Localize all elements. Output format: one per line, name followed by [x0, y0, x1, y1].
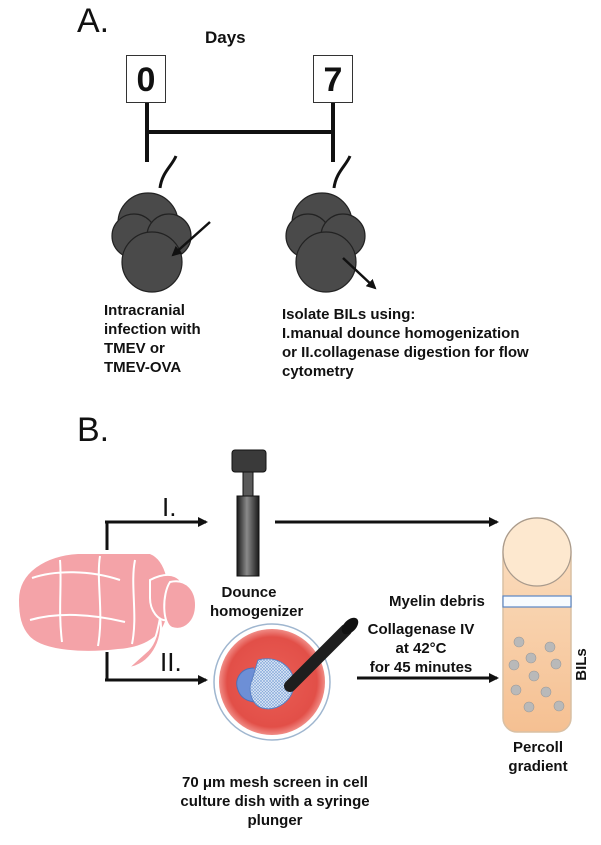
collagenase-line: for 45 minutes	[369, 659, 473, 676]
infection-line: infection with	[104, 321, 201, 338]
collagenase-label: Collagenase IV at 42°C for 45 minutes	[362, 620, 480, 677]
dounce-label: Dounce homogenizer	[210, 583, 304, 621]
syringe-icon	[284, 617, 359, 692]
route-one-arrow	[105, 517, 208, 550]
myelin-debris-label: Myelin debris	[389, 593, 485, 610]
isolate-line: I.manual dounce homogenization	[282, 325, 520, 342]
infection-line: TMEV-OVA	[104, 359, 182, 376]
mouse-icon	[111, 155, 192, 293]
brain-icon	[16, 552, 198, 670]
bil-cells	[508, 636, 565, 713]
mouse-icon	[285, 155, 366, 293]
infection-line: TMEV or	[104, 340, 165, 357]
bils-label: BILs	[572, 648, 590, 681]
dounce-label-line: Dounce	[221, 584, 277, 601]
percoll-label: Percoll gradient	[505, 738, 571, 776]
route-one-label: I.	[162, 492, 177, 522]
isolate-line: Isolate BILs using:	[282, 306, 416, 323]
infection-line: Intracranial	[104, 302, 185, 319]
percoll-line: gradient	[508, 758, 568, 775]
route-two-arrow	[105, 652, 208, 685]
injection-arrow	[171, 221, 211, 257]
collagenase-line: Collagenase IV	[367, 621, 475, 638]
days-title: Days	[205, 28, 246, 47]
panel-b-label: B.	[77, 411, 110, 449]
mesh-label: 70 μm mesh screen in cell culture dish w…	[160, 773, 390, 830]
timeline	[145, 103, 335, 162]
collagenase-line: at 42°C	[395, 640, 447, 657]
isolation-arrow	[342, 257, 377, 290]
day-0-box: 0	[126, 55, 166, 103]
isolate-line: cytometry	[282, 363, 354, 380]
dounce-label-line: homogenizer	[210, 603, 304, 620]
day-7-box: 7	[313, 55, 353, 103]
mesh-label-line: plunger	[247, 812, 303, 829]
panel-a-label: A.	[77, 2, 110, 40]
dounce-homogenizer-icon	[231, 449, 267, 577]
isolate-text: Isolate BILs using: I.manual dounce homo…	[282, 305, 529, 381]
isolate-line: or II.collagenase digestion for flow	[282, 344, 529, 361]
infection-text: Intracranial infection with TMEV or TMEV…	[104, 301, 201, 377]
percoll-tube-icon	[502, 517, 572, 733]
percoll-line: Percoll	[512, 739, 564, 756]
mesh-label-line: culture dish with a syringe	[180, 793, 370, 810]
route-two-label: II.	[160, 647, 182, 677]
mesh-label-line: 70 μm mesh screen in cell	[182, 774, 368, 791]
culture-dish-icon	[213, 623, 331, 741]
